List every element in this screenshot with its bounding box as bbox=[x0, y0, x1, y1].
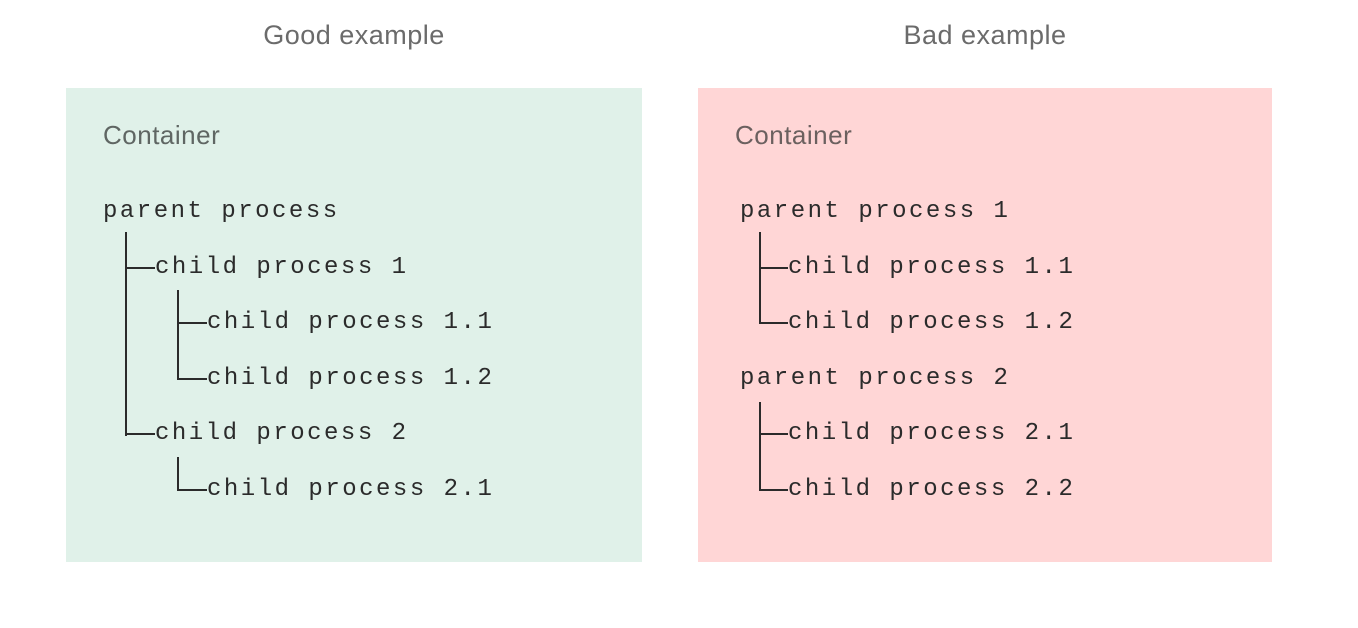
tree-node-child-process-1-2: child process 1.2 bbox=[207, 365, 495, 392]
bad-example-container-panel: Container parent process 1 child process… bbox=[698, 88, 1272, 562]
tree-node-child-process-2-1: child process 2.1 bbox=[207, 476, 495, 503]
tree-connector-line bbox=[759, 267, 788, 269]
tree-connector-line bbox=[759, 433, 788, 435]
tree-connector-line bbox=[177, 290, 179, 380]
tree-connector-line bbox=[759, 232, 761, 324]
tree-connector-line bbox=[177, 322, 207, 324]
tree-node-parent-process-2: parent process 2 bbox=[740, 365, 1011, 392]
tree-node-child-process-1-1: child process 1.1 bbox=[788, 254, 1076, 281]
tree-connector-line bbox=[125, 433, 155, 435]
tree-connector-line bbox=[759, 402, 761, 491]
good-example-container-panel: Container parent process child process 1… bbox=[66, 88, 642, 562]
tree-node-child-process-2-2: child process 2.2 bbox=[788, 476, 1076, 503]
tree-node-child-process-2: child process 2 bbox=[155, 420, 409, 447]
tree-node-child-process-2-1: child process 2.1 bbox=[788, 420, 1076, 447]
tree-connector-line bbox=[177, 489, 207, 491]
tree-node-child-process-1: child process 1 bbox=[155, 254, 409, 281]
tree-connector-line bbox=[759, 322, 788, 324]
tree-connector-line bbox=[125, 232, 127, 436]
tree-connector-line bbox=[177, 457, 179, 491]
tree-connector-line bbox=[125, 267, 155, 269]
container-label: Container bbox=[103, 120, 221, 150]
tree-node-parent-process: parent process bbox=[103, 198, 340, 225]
good-example-title: Good example bbox=[263, 20, 445, 50]
tree-node-child-process-1-2: child process 1.2 bbox=[788, 309, 1076, 336]
tree-node-child-process-1-1: child process 1.1 bbox=[207, 309, 495, 336]
tree-connector-line bbox=[177, 378, 207, 380]
tree-connector-line bbox=[759, 489, 788, 491]
container-label: Container bbox=[735, 120, 853, 150]
bad-example-title: Bad example bbox=[903, 20, 1067, 50]
tree-node-parent-process-1: parent process 1 bbox=[740, 198, 1011, 225]
